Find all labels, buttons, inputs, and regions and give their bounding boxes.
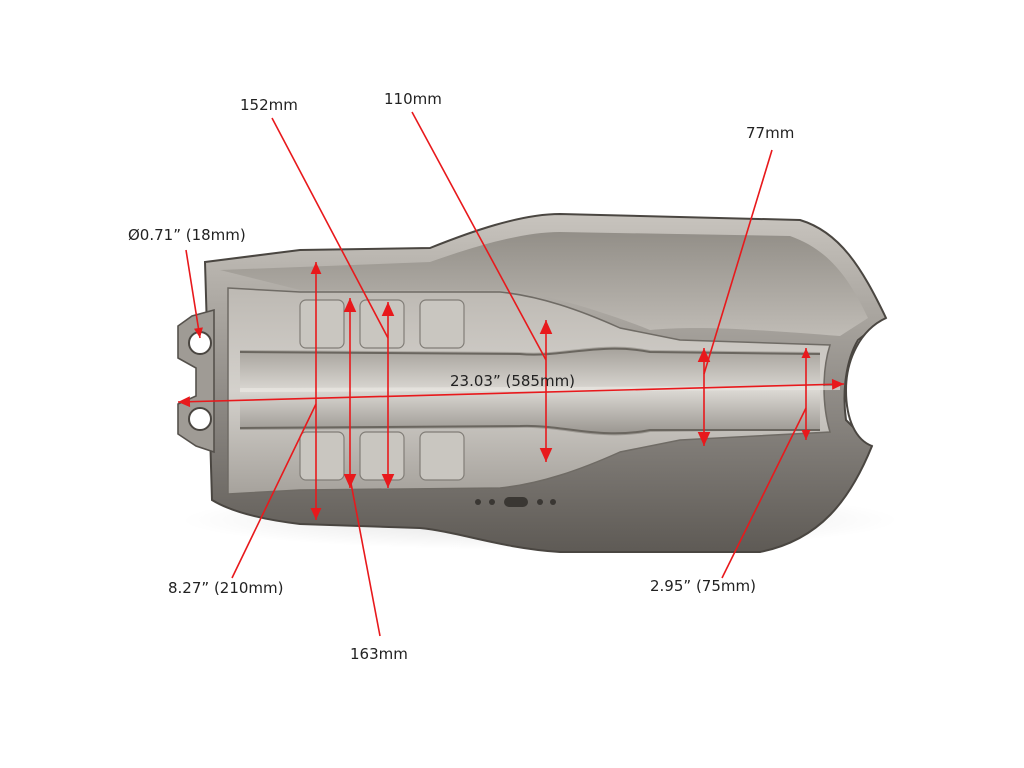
dim-152-arrow-end <box>381 474 395 488</box>
dim-length-arrow-start <box>178 396 191 408</box>
dim-77-arrow-end <box>697 432 711 446</box>
dim-152-arrow-start <box>381 302 395 316</box>
tank-tunnel-crease-top <box>239 347 821 356</box>
dim-length-line <box>177 383 845 403</box>
tank-mount-holes <box>475 497 556 507</box>
dim-163-arrow-end <box>343 474 357 488</box>
label-width-75: 2.95” (75mm) <box>650 577 756 595</box>
tank-flange-hole-lower <box>188 407 212 431</box>
tank-front-cutout <box>844 317 887 447</box>
dim-75-arrow-start <box>801 348 811 358</box>
dim-210-arrow-start <box>310 262 322 274</box>
label-152mm: 152mm <box>240 96 298 114</box>
label-length: 23.03” (585mm) <box>450 372 575 390</box>
leader-163 <box>349 477 381 637</box>
leader-77mm <box>703 149 773 375</box>
tank-stamped-pockets <box>299 299 465 481</box>
dimension-lines <box>177 111 845 637</box>
dim-163-arrow-start <box>343 298 357 312</box>
label-77mm: 77mm <box>746 124 794 142</box>
dim-110-arrow-end <box>539 448 553 462</box>
dim-length-arrow-end <box>831 378 844 390</box>
leader-152mm <box>271 117 389 339</box>
dim-110-arrow-start <box>539 320 553 334</box>
label-width-210: 8.27” (210mm) <box>168 579 284 597</box>
dim-77-arrow-start <box>697 348 711 362</box>
label-hole-diameter: Ø0.71” (18mm) <box>128 226 246 244</box>
dim-75-arrow-end <box>801 430 811 440</box>
leader-hole-arrow <box>194 327 203 338</box>
label-163mm: 163mm <box>350 645 408 663</box>
tank-upper-wall <box>220 232 868 336</box>
leader-110mm <box>411 111 547 361</box>
leader-hole <box>185 249 201 339</box>
leader-75 <box>721 407 807 579</box>
leader-210 <box>231 403 317 579</box>
tank-tunnel-crease-bottom <box>239 424 820 435</box>
tank-centre-ridge <box>239 386 841 392</box>
dim-210-arrow-end <box>310 508 322 520</box>
label-110mm: 110mm <box>384 90 442 108</box>
